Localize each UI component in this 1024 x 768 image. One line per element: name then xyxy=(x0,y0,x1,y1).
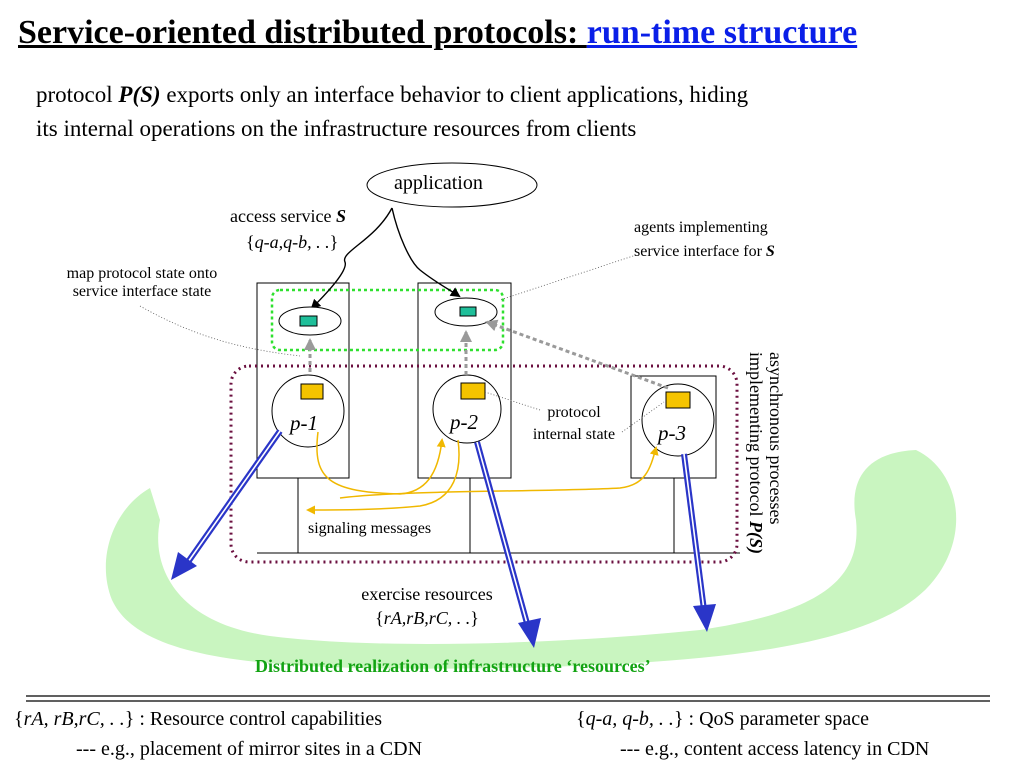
agent-2-icon xyxy=(459,306,477,317)
process-2-state-icon xyxy=(460,382,486,400)
intro-paragraph: protocol P(S) exports only an interface … xyxy=(36,78,976,146)
process-3-state-icon xyxy=(665,391,691,409)
resource-arrow-2 xyxy=(474,441,541,648)
app-to-agent-1-arrow xyxy=(310,207,393,310)
access-service-params-values: q-a,q-b, . . xyxy=(254,232,330,252)
resource-band xyxy=(105,450,957,669)
title-main: Service-oriented distributed protocols: xyxy=(18,14,587,51)
process-3-node xyxy=(641,383,715,457)
intro-pre: protocol xyxy=(36,82,119,107)
intro-protocol-name: P(S) xyxy=(118,82,161,107)
footer-right-rest: } : QoS parameter space xyxy=(673,708,870,730)
exercise-close: } xyxy=(470,608,479,628)
access-service-params-open: { xyxy=(246,232,255,252)
process-2-label: p-2 xyxy=(450,410,478,435)
process-group-outline xyxy=(229,364,739,564)
access-service-params: {q-a,q-b, . .} xyxy=(246,232,338,253)
exercise-open: { xyxy=(375,608,384,628)
state-map-arrow-3 xyxy=(485,319,669,390)
protocol-state-leader xyxy=(484,391,541,411)
async-line1: asynchronous processes xyxy=(766,352,786,525)
agent-1-icon xyxy=(299,315,318,327)
footer-right-open: { xyxy=(576,708,586,730)
agents-line2: service interface for xyxy=(634,243,766,260)
process-1-label: p-1 xyxy=(290,411,318,436)
resource-arrow-3 xyxy=(681,453,716,632)
application-label: application xyxy=(394,172,483,194)
access-service-var: S xyxy=(335,206,346,226)
intro-line1-rest: exports only an interface behavior to cl… xyxy=(160,82,749,107)
access-service-text: access service xyxy=(230,206,336,226)
protocol-state-line2: internal state xyxy=(532,426,616,443)
exercise-resources-annotation: exercise resources {rA,rB,rC, . .} xyxy=(330,582,524,630)
protocol-state-annotation: protocol internal state xyxy=(518,402,630,446)
process-1-state-icon xyxy=(300,383,324,400)
agents-line1: agents implementing xyxy=(634,219,768,236)
protocol-state-line1: protocol xyxy=(547,404,601,421)
access-service-label: access service S xyxy=(230,206,346,227)
map-protocol-line2: service interface state xyxy=(72,283,212,300)
async-processes-annotation: asynchronous processes implementing prot… xyxy=(746,352,786,554)
app-to-agent-2-arrow xyxy=(391,207,461,298)
footer-left-var: rA, rB,rC, . . xyxy=(23,708,125,730)
resource-arrow-1 xyxy=(171,429,283,580)
application-node xyxy=(366,162,538,208)
realization-caption: Distributed realization of infrastructur… xyxy=(255,656,651,676)
footer-left-line2: --- e.g., placement of mirror sites in a… xyxy=(76,738,423,760)
async-line2: implementing protocol xyxy=(746,352,766,521)
process-2-text: p-2 xyxy=(450,410,478,434)
process-3-text: p-3 xyxy=(658,421,686,445)
agents-line2-var: S xyxy=(765,243,775,260)
footer-left-rest: } : Resource control capabilities xyxy=(124,708,383,730)
map-protocol-leader xyxy=(139,305,301,357)
footer-left-open: { xyxy=(14,708,24,730)
async-line2-var: P(S) xyxy=(746,520,766,554)
page-title: Service-oriented distributed protocols: … xyxy=(18,14,857,52)
agents-leader xyxy=(499,254,637,301)
footer-left-line1: {rA, rB,rC, . .} : Resource control capa… xyxy=(14,708,382,731)
map-protocol-annotation: map protocol state onto service interfac… xyxy=(44,265,240,301)
agent-group-outline xyxy=(270,288,505,352)
footer-right-line2: --- e.g., content access latency in CDN xyxy=(620,738,930,760)
access-service-params-close: } xyxy=(329,232,339,252)
footer-right-line1: {q-a, q-b, . .} : QoS parameter space xyxy=(576,708,869,731)
agents-annotation: agents implementing service interface fo… xyxy=(634,216,775,264)
process-3-label: p-3 xyxy=(658,421,686,446)
signal-arrow-p2-to-p1 xyxy=(306,439,460,515)
exercise-line1: exercise resources xyxy=(361,584,493,604)
footer-right-var: q-a, q-b, . . xyxy=(585,708,674,730)
intro-line2: its internal operations on the infrastru… xyxy=(36,116,637,141)
signal-arrow-p1-to-p3 xyxy=(339,446,659,499)
process-1-node xyxy=(271,374,345,448)
map-protocol-line1: map protocol state onto xyxy=(66,265,218,282)
exercise-params: rA,rB,rC, . . xyxy=(383,608,471,628)
process-1-text: p-1 xyxy=(290,411,318,435)
title-highlight[interactable]: run-time structure xyxy=(586,14,858,51)
signaling-label: signaling messages xyxy=(308,520,432,537)
